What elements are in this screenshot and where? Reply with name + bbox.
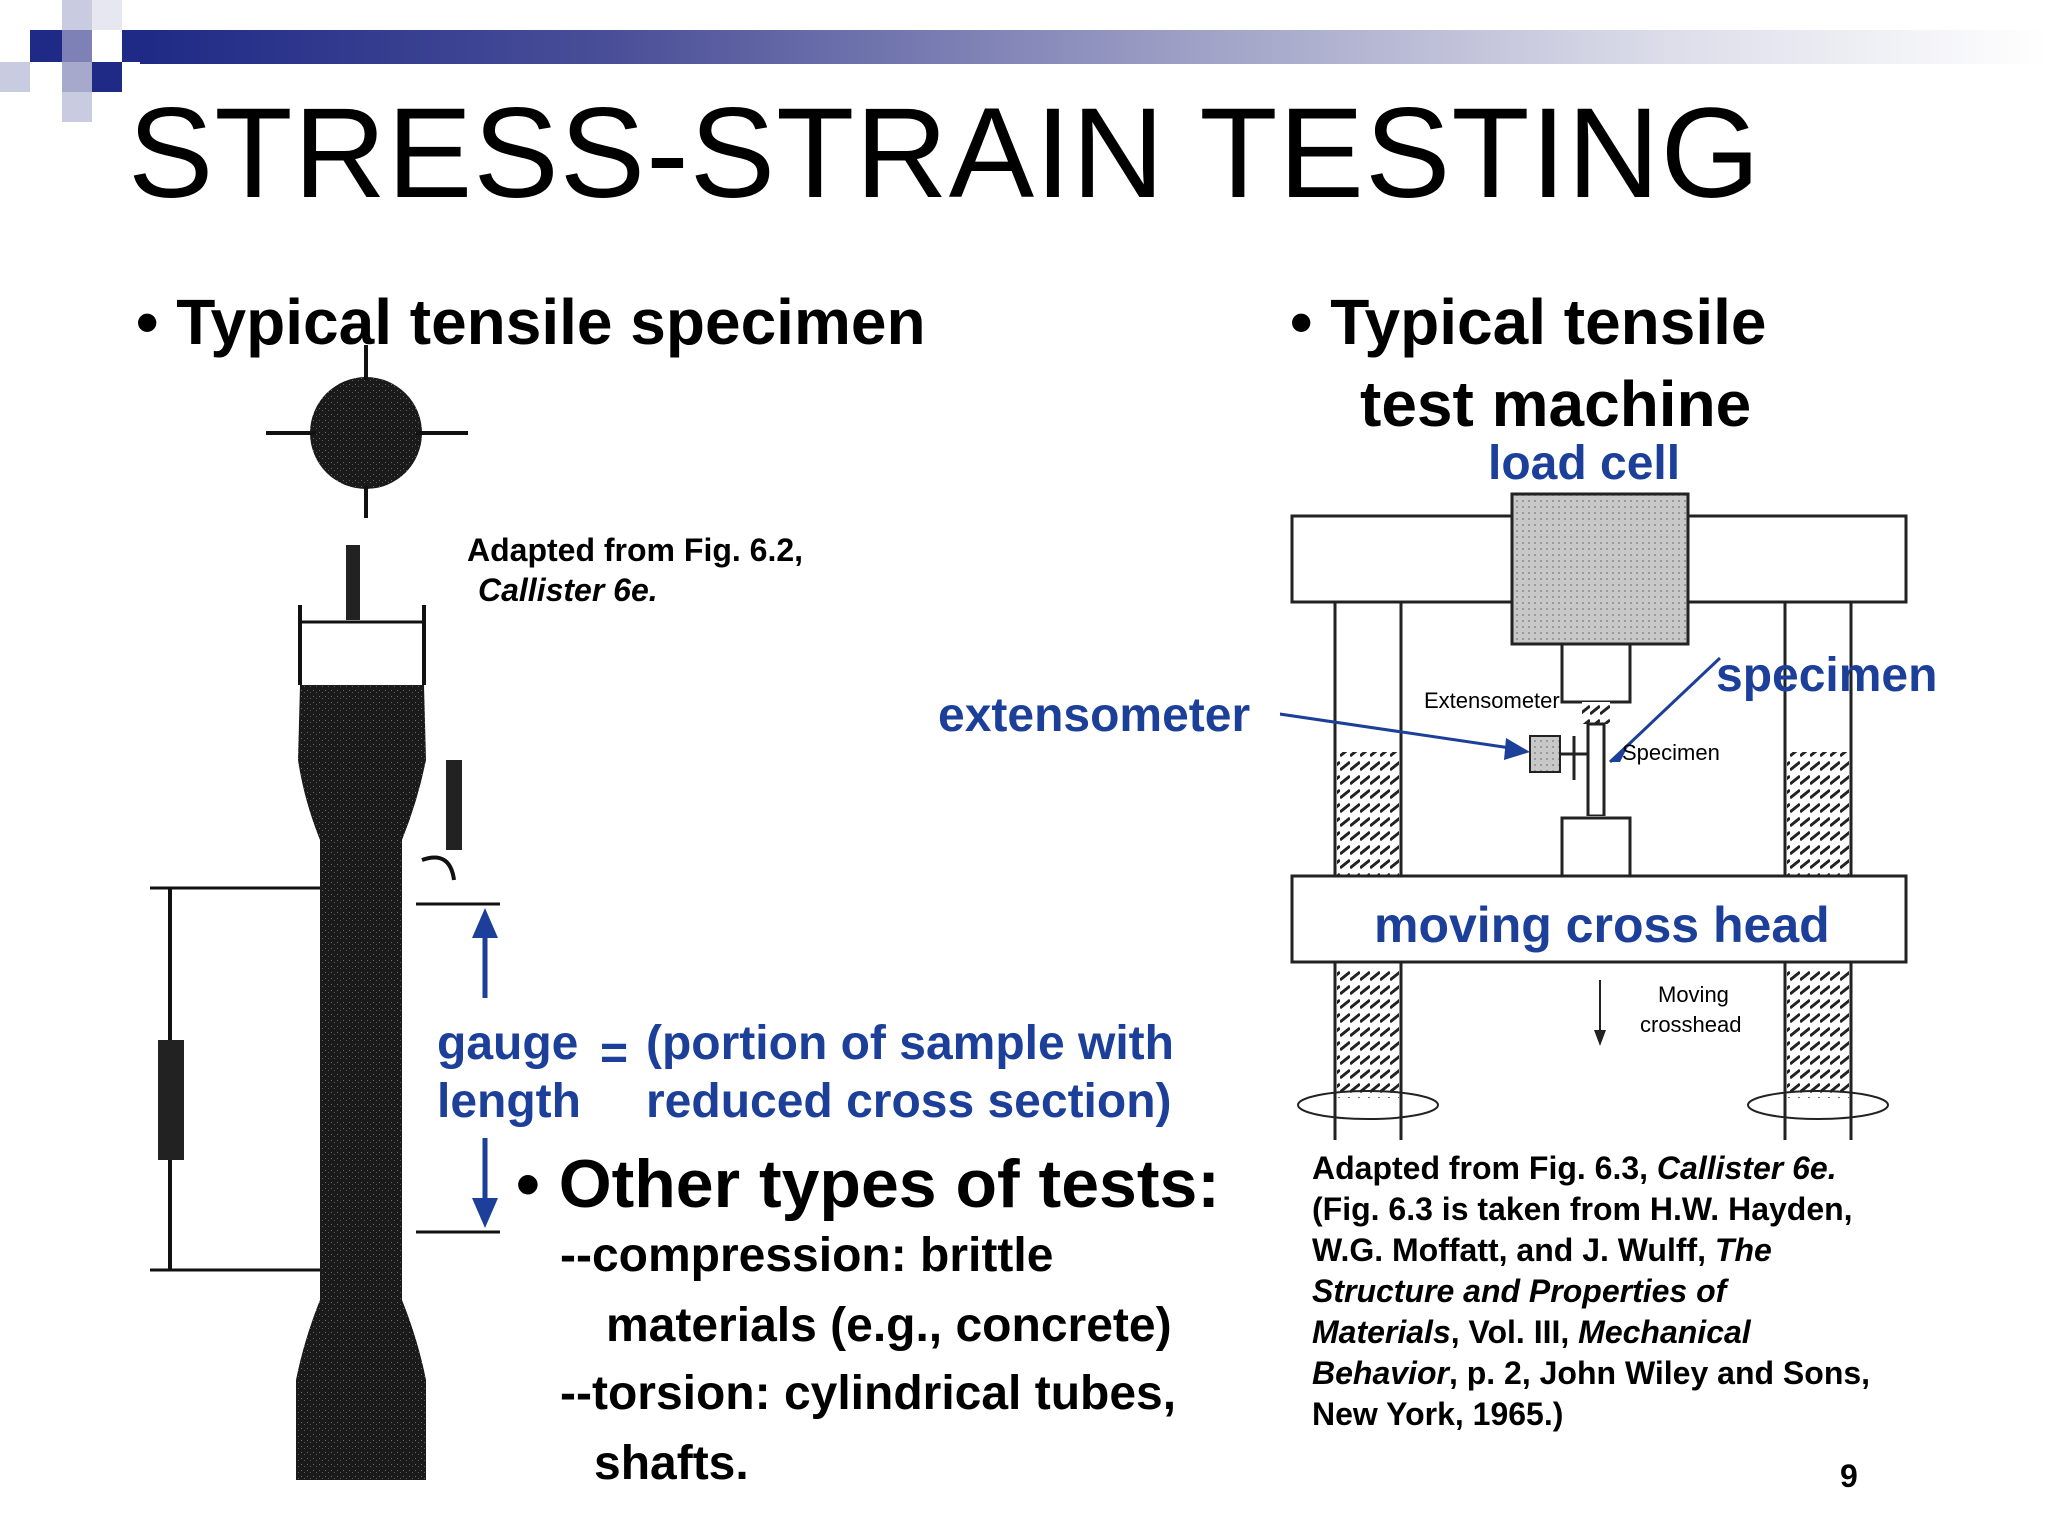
label-load-cell: load cell bbox=[1488, 437, 1681, 490]
label-moving-cross-head: moving cross head bbox=[1374, 897, 1830, 953]
length-label: length bbox=[437, 1075, 581, 1128]
portion-label-line2: reduced cross section) bbox=[646, 1075, 1172, 1128]
reference-caption: Adapted from Fig. 6.3, Callister 6e. (Fi… bbox=[1312, 1150, 1871, 1432]
bullet-test-machine-line2: test machine bbox=[1360, 368, 1752, 440]
fig-6-2-caption-line2: Callister 6e. bbox=[478, 572, 658, 608]
tensile-specimen-figure bbox=[150, 345, 468, 1480]
gauge-length-arrows bbox=[416, 902, 500, 1234]
fig-6-2-caption-line1: Adapted from Fig. 6.2, bbox=[467, 532, 804, 568]
other-tests-line2: materials (e.g., concrete) bbox=[606, 1299, 1172, 1352]
other-tests-heading: • Other types of tests: bbox=[516, 1146, 1220, 1222]
fig-label-extensometer: Extensometer bbox=[1424, 688, 1560, 713]
header-gradient-bar bbox=[140, 30, 2048, 64]
other-tests-line1: --compression: brittle bbox=[560, 1229, 1054, 1282]
fig-label-crosshead: crosshead bbox=[1640, 1012, 1742, 1037]
label-specimen: specimen bbox=[1716, 649, 1938, 702]
bullet-test-machine-line1: • Typical tensile bbox=[1290, 286, 1767, 358]
label-extensometer: extensometer bbox=[938, 689, 1251, 742]
portion-label-line1: (portion of sample with bbox=[646, 1017, 1174, 1070]
test-machine-figure bbox=[1280, 492, 1908, 1140]
fig-label-specimen: Specimen bbox=[1622, 740, 1720, 765]
fig-label-moving: Moving bbox=[1658, 982, 1729, 1007]
other-tests-line3: --torsion: cylindrical tubes, bbox=[560, 1367, 1177, 1420]
equals-sign: = bbox=[600, 1027, 629, 1080]
gauge-label: gauge bbox=[437, 1017, 579, 1070]
bullet-tensile-specimen: • Typical tensile specimen bbox=[136, 286, 926, 358]
slide-title: STRESS-STRAIN TESTING bbox=[128, 82, 1762, 225]
page-number: 9 bbox=[1840, 1458, 1858, 1494]
other-tests-line4: shafts. bbox=[594, 1437, 749, 1490]
